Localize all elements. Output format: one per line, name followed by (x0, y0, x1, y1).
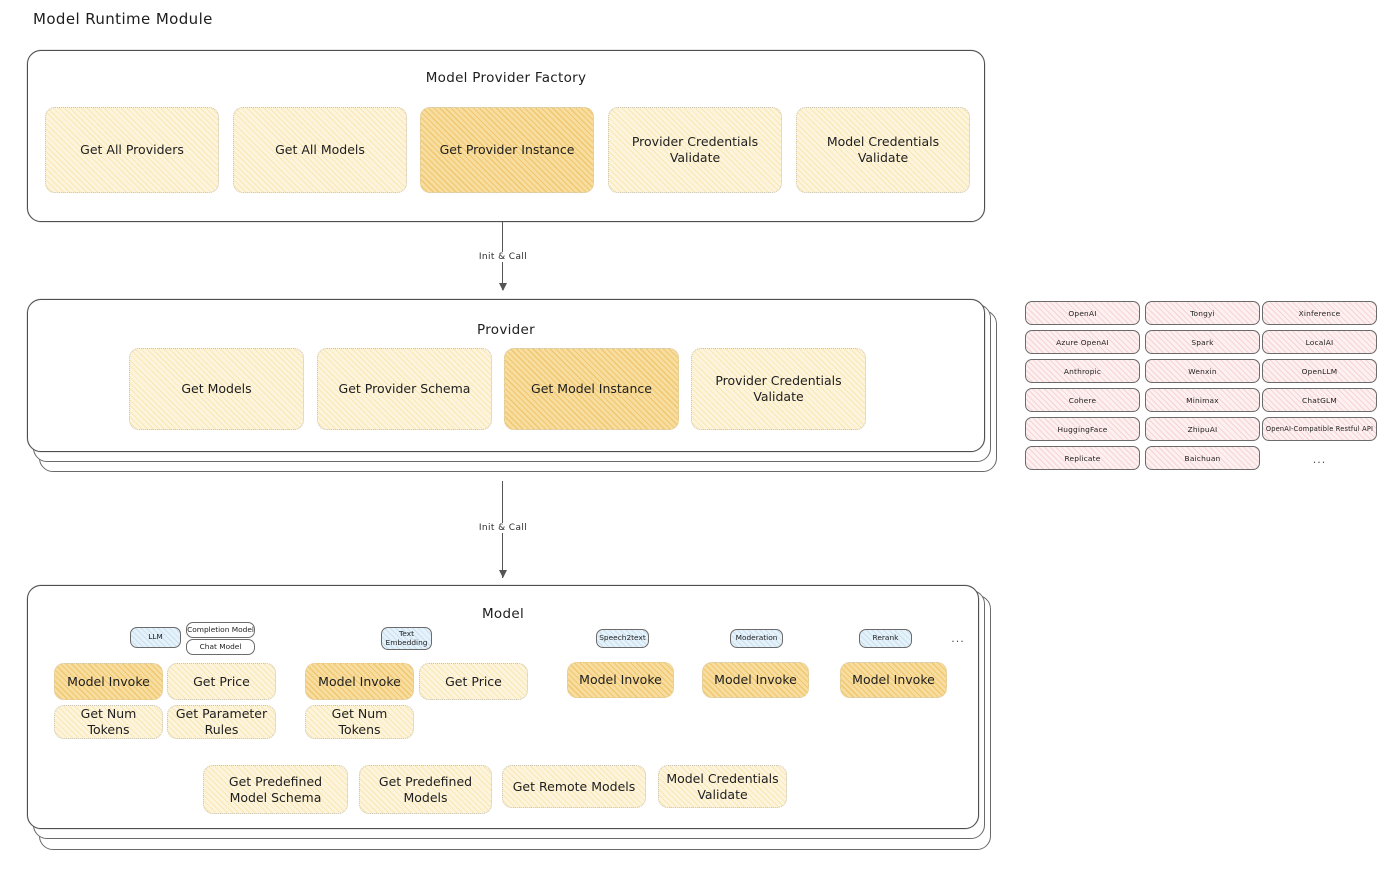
provider-capability-get-models[interactable]: Get Models (129, 348, 304, 430)
model-shared-get-predefined-model-schema[interactable]: Get Predefined Model Schema (203, 765, 348, 814)
text-embedding-capability-get-num-tokens[interactable]: Get Num Tokens (305, 705, 414, 739)
speech2text-capability-model-invoke[interactable]: Model Invoke (567, 662, 674, 698)
factory-capability-provider-credentials-validate[interactable]: Provider Credentials Validate (608, 107, 782, 193)
model-type-sub-badge-completion-model[interactable]: Completion Model (186, 622, 255, 638)
factory-capability-get-all-models[interactable]: Get All Models (233, 107, 407, 193)
model-types-more-ellipsis: ... (951, 631, 965, 645)
text-embedding-capability-get-price[interactable]: Get Price (419, 663, 528, 700)
model-title: Model (481, 606, 525, 622)
arrow-factory-to-provider-head (498, 283, 507, 291)
model-shared-get-remote-models[interactable]: Get Remote Models (502, 765, 646, 808)
provider-capability-provider-credentials-validate[interactable]: Provider Credentials Validate (691, 348, 866, 430)
provider-pill-replicate[interactable]: Replicate (1025, 446, 1140, 470)
provider-pill-anthropic[interactable]: Anthropic (1025, 359, 1140, 383)
rerank-capability-model-invoke[interactable]: Model Invoke (840, 662, 947, 698)
model-shared-model-credentials-validate[interactable]: Model Credentials Validate (658, 765, 787, 808)
model-type-badge-text-embedding[interactable]: Text Embedding (381, 627, 432, 650)
provider-pill-minimax[interactable]: Minimax (1145, 388, 1260, 412)
provider-pill-localai[interactable]: LocalAI (1262, 330, 1377, 354)
provider-pill-openllm[interactable]: OpenLLM (1262, 359, 1377, 383)
provider-pill-tongyi[interactable]: Tongyi (1145, 301, 1260, 325)
provider-pill-spark[interactable]: Spark (1145, 330, 1260, 354)
factory-capability-get-all-providers[interactable]: Get All Providers (45, 107, 219, 193)
provider-list-more-ellipsis: ... (1312, 452, 1327, 466)
provider-pill-azure-openai[interactable]: Azure OpenAI (1025, 330, 1140, 354)
llm-capability-get-parameter-rules[interactable]: Get Parameter Rules (167, 705, 276, 739)
model-type-badge-llm[interactable]: LLM (130, 627, 181, 648)
llm-capability-get-price[interactable]: Get Price (167, 663, 276, 700)
factory-capability-get-provider-instance[interactable]: Get Provider Instance (420, 107, 594, 193)
llm-capability-model-invoke[interactable]: Model Invoke (54, 663, 163, 700)
model-type-badge-moderation[interactable]: Moderation (730, 629, 783, 648)
provider-pill-zhipuai[interactable]: ZhipuAI (1145, 417, 1260, 441)
moderation-capability-model-invoke[interactable]: Model Invoke (702, 662, 809, 698)
arrow-provider-to-model-label: Init & Call (474, 523, 532, 533)
factory-capability-model-credentials-validate[interactable]: Model Credentials Validate (796, 107, 970, 193)
provider-pill-huggingface[interactable]: HuggingFace (1025, 417, 1140, 441)
provider-capability-get-model-instance[interactable]: Get Model Instance (504, 348, 679, 430)
provider-pill-openai-compatible-restful-api[interactable]: OpenAI-Compatible Restful API (1262, 417, 1377, 441)
provider-pill-cohere[interactable]: Cohere (1025, 388, 1140, 412)
provider-pill-openai[interactable]: OpenAI (1025, 301, 1140, 325)
llm-capability-get-num-tokens[interactable]: Get Num Tokens (54, 705, 163, 739)
provider-pill-baichuan[interactable]: Baichuan (1145, 446, 1260, 470)
model-shared-get-predefined-models[interactable]: Get Predefined Models (359, 765, 492, 814)
provider-pill-chatglm[interactable]: ChatGLM (1262, 388, 1377, 412)
text-embedding-capability-model-invoke[interactable]: Model Invoke (305, 663, 414, 700)
provider-title: Provider (477, 322, 535, 338)
arrow-provider-to-model-head (498, 570, 507, 578)
model-provider-factory-title: Model Provider Factory (425, 70, 587, 86)
provider-capability-get-provider-schema[interactable]: Get Provider Schema (317, 348, 492, 430)
provider-pill-wenxin[interactable]: Wenxin (1145, 359, 1260, 383)
model-type-badge-rerank[interactable]: Rerank (859, 629, 912, 648)
model-type-sub-badge-chat-model[interactable]: Chat Model (186, 639, 255, 655)
arrow-factory-to-provider-label: Init & Call (474, 252, 532, 262)
provider-pill-xinference[interactable]: Xinference (1262, 301, 1377, 325)
page-title: Model Runtime Module (33, 10, 213, 28)
model-type-badge-speech2text[interactable]: Speech2text (596, 629, 649, 648)
